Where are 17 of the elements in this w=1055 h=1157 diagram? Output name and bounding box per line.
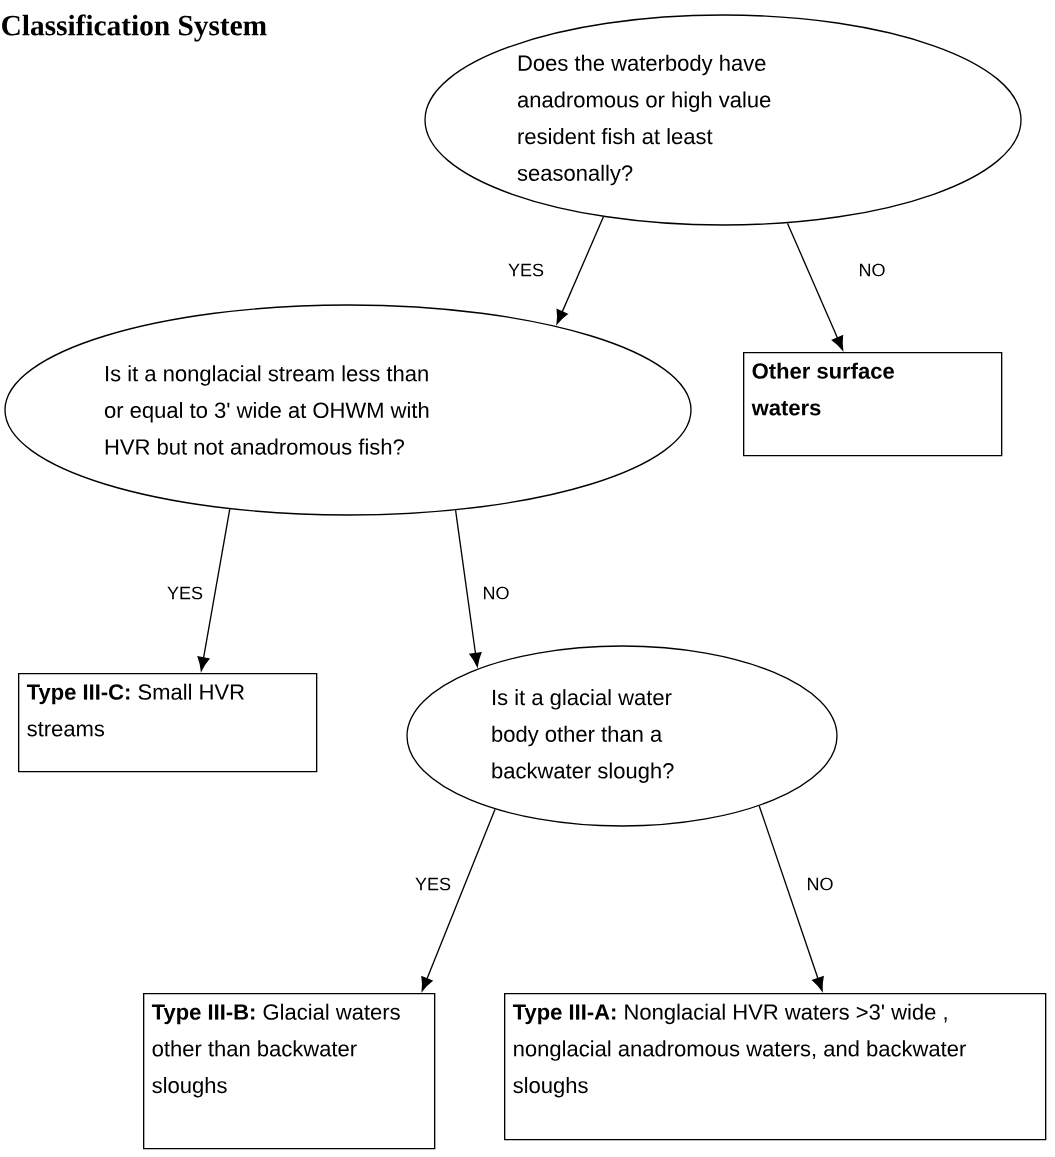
edge-label: YES (413, 876, 453, 892)
arrow (454, 509, 482, 667)
arrow (556, 216, 605, 325)
result-box: Other surface waters (743, 352, 1003, 457)
arrow (421, 808, 496, 992)
arrow (197, 508, 231, 672)
edge-label: NO (805, 876, 835, 892)
edge-label: YES (165, 585, 205, 601)
arrow (786, 222, 844, 351)
result-box: Type III-B: Glacial waters other than backwater sloughs (143, 993, 436, 1150)
edge-label: NO (857, 262, 887, 278)
arrow (758, 805, 824, 992)
edge-label: YES (506, 262, 546, 278)
result-box: Type III-A: Nonglacial HVR waters >3' wide , nonglacial anadromous waters, and backwater sloughs (504, 993, 1047, 1141)
result-box: Type III-C: Small HVR streams (18, 673, 318, 773)
edge-label: NO (481, 585, 511, 601)
title: Classification System (2, 14, 267, 42)
